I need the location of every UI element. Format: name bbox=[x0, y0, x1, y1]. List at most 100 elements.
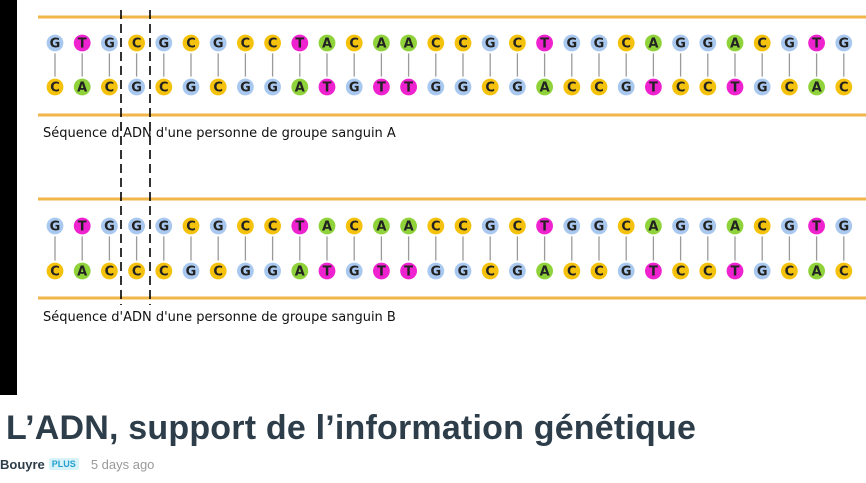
sequence-a-base-letter-bottom: C bbox=[50, 81, 60, 96]
sequence-a-strand-line-bottom bbox=[38, 113, 866, 117]
sequence-a-base-top bbox=[46, 34, 64, 52]
sequence-b-base-letter-bottom: G bbox=[458, 265, 469, 280]
sequence-b-base-letter-bottom: G bbox=[621, 265, 632, 280]
sequence-b-base-bottom bbox=[128, 262, 146, 280]
sequence-b-base-letter-top: G bbox=[702, 220, 713, 235]
sequence-b-base-top bbox=[454, 217, 472, 235]
sequence-a-base-top bbox=[345, 34, 363, 52]
sequence-a-base-top bbox=[699, 34, 717, 52]
sequence-a-base-top bbox=[753, 34, 771, 52]
sequence-a-strand-line-top bbox=[38, 15, 866, 19]
sequence-b-base-top bbox=[291, 217, 309, 235]
sequence-b-base-letter-bottom: T bbox=[323, 265, 332, 280]
sequence-a-base-letter-top: T bbox=[78, 37, 87, 52]
sequence-a-base-top bbox=[264, 34, 281, 52]
sequence-b-base-letter-top: A bbox=[404, 220, 414, 235]
sequence-b-base-letter-bottom: C bbox=[839, 265, 849, 280]
sequence-b-base-letter-bottom: C bbox=[676, 265, 686, 280]
sequence-b-base-bottom bbox=[481, 262, 499, 280]
sequence-b-base-bottom bbox=[427, 262, 445, 280]
sequence-a-base-letter-bottom: T bbox=[377, 81, 386, 96]
sequence-b-base-bottom bbox=[291, 262, 309, 280]
sequence-b-base-top bbox=[563, 217, 581, 235]
sequence-b-base-letter-top: G bbox=[594, 220, 605, 235]
sequence-a-base-letter-top: C bbox=[241, 37, 251, 52]
sequence-a-base-bottom bbox=[699, 78, 717, 96]
sequence-b-base-letter-bottom: G bbox=[512, 265, 523, 280]
sequence-b-base-letter-top: G bbox=[485, 220, 496, 235]
sequence-a-base-top bbox=[73, 34, 91, 52]
sequence-b-base-top bbox=[155, 217, 173, 235]
sequence-b-base-letter-top: C bbox=[431, 220, 441, 235]
sequence-b-base-letter-top: C bbox=[458, 220, 468, 235]
sequence-b-base-top bbox=[182, 217, 200, 235]
sequence-a-base-letter-top: A bbox=[404, 37, 414, 52]
sequence-b-base-top bbox=[318, 217, 336, 235]
sequence-a-base-top bbox=[726, 34, 744, 52]
sequence-a-base-top bbox=[509, 34, 526, 52]
sequence-b-base-letter-top: G bbox=[838, 220, 849, 235]
sequence-a-base-letter-top: C bbox=[349, 37, 359, 52]
sequence-b-base-bottom bbox=[563, 262, 581, 280]
sequence-b-base-top bbox=[264, 217, 281, 235]
sequence-b-base-letter-top: G bbox=[50, 220, 61, 235]
author-name[interactable]: Bouyre bbox=[0, 456, 45, 472]
sequence-a-base-top bbox=[454, 34, 472, 52]
sequence-a-base-top bbox=[291, 34, 309, 52]
sequence-b-base-letter-bottom: A bbox=[812, 265, 822, 280]
sequence-b-base-letter-bottom: C bbox=[785, 265, 795, 280]
sequence-a-base-letter-bottom: G bbox=[349, 81, 360, 96]
sequence-a-base-bottom bbox=[672, 78, 689, 96]
sequence-a-base-letter-bottom: A bbox=[540, 81, 550, 96]
sequence-b-base-letter-bottom: C bbox=[703, 265, 713, 280]
sequence-a-base-top bbox=[808, 34, 825, 52]
sequence-b-base-letter-top: A bbox=[648, 220, 658, 235]
sequence-a-base-top bbox=[182, 34, 200, 52]
sequence-b-base-letter-bottom: A bbox=[295, 265, 305, 280]
sequence-a-base-letter-top: C bbox=[757, 37, 767, 52]
sequence-a-base-letter-bottom: C bbox=[785, 81, 795, 96]
sequence-b-base-letter-top: C bbox=[186, 220, 196, 235]
sequence-a-base-bottom bbox=[209, 78, 227, 96]
sequence-b-base-bottom bbox=[808, 262, 825, 280]
caption-sequence-a: Séquence d'ADN d'une personne de groupe … bbox=[43, 126, 396, 141]
sequence-b-base-bottom bbox=[264, 262, 281, 280]
sequence-a-base-top bbox=[781, 34, 798, 52]
sequence-b-base-letter-top: G bbox=[675, 220, 686, 235]
sequence-a-base-letter-bottom: G bbox=[621, 81, 632, 96]
sequence-a-base-bottom bbox=[128, 78, 146, 96]
sequence-a-base-top bbox=[536, 34, 553, 52]
sequence-a-base-letter-top: T bbox=[540, 37, 549, 52]
sequence-a-base-letter-bottom: C bbox=[213, 81, 223, 96]
sequence-b-base-top bbox=[835, 217, 853, 235]
sequence-a-base-bottom bbox=[590, 78, 608, 96]
sequence-b-base-top bbox=[237, 217, 254, 235]
sequence-b-base-top bbox=[617, 217, 635, 235]
sequence-a-base-letter-top: C bbox=[458, 37, 468, 52]
sequence-a-base-top bbox=[101, 34, 118, 52]
sequence-b-base-letter-bottom: G bbox=[267, 265, 278, 280]
sequence-b-base-top bbox=[46, 217, 64, 235]
sequence-b-base-letter-bottom: C bbox=[485, 265, 495, 280]
sequence-b-base-letter-bottom: T bbox=[731, 265, 740, 280]
sequence-b-base-letter-top: T bbox=[812, 220, 821, 235]
sequence-b-base-bottom bbox=[645, 262, 662, 280]
sequence-a-base-letter-bottom: G bbox=[267, 81, 278, 96]
sequence-a-base-letter-bottom: C bbox=[485, 81, 495, 96]
sequence-a-base-letter-bottom: G bbox=[240, 81, 251, 96]
sequence-a-base-top bbox=[617, 34, 635, 52]
sequence-b-base-top bbox=[699, 217, 717, 235]
sequence-a-base-top bbox=[155, 34, 173, 52]
sequence-a-base-bottom bbox=[481, 78, 499, 96]
sequence-b-base-bottom bbox=[781, 262, 798, 280]
sequence-a-base-letter-top: T bbox=[812, 37, 821, 52]
sequence-b-base-bottom bbox=[73, 262, 91, 280]
sequence-b-strand-line-bottom bbox=[38, 296, 866, 300]
sequence-a-base-bottom bbox=[182, 78, 200, 96]
sequence-b-base-letter-bottom: C bbox=[132, 265, 142, 280]
sequence-a-base-letter-top: C bbox=[513, 37, 523, 52]
sequence-b-base-letter-bottom: C bbox=[105, 265, 115, 280]
sequence-a-base-letter-bottom: G bbox=[512, 81, 523, 96]
sequence-a-base-letter-bottom: G bbox=[458, 81, 469, 96]
sequence-a-base-letter-top: C bbox=[186, 37, 196, 52]
